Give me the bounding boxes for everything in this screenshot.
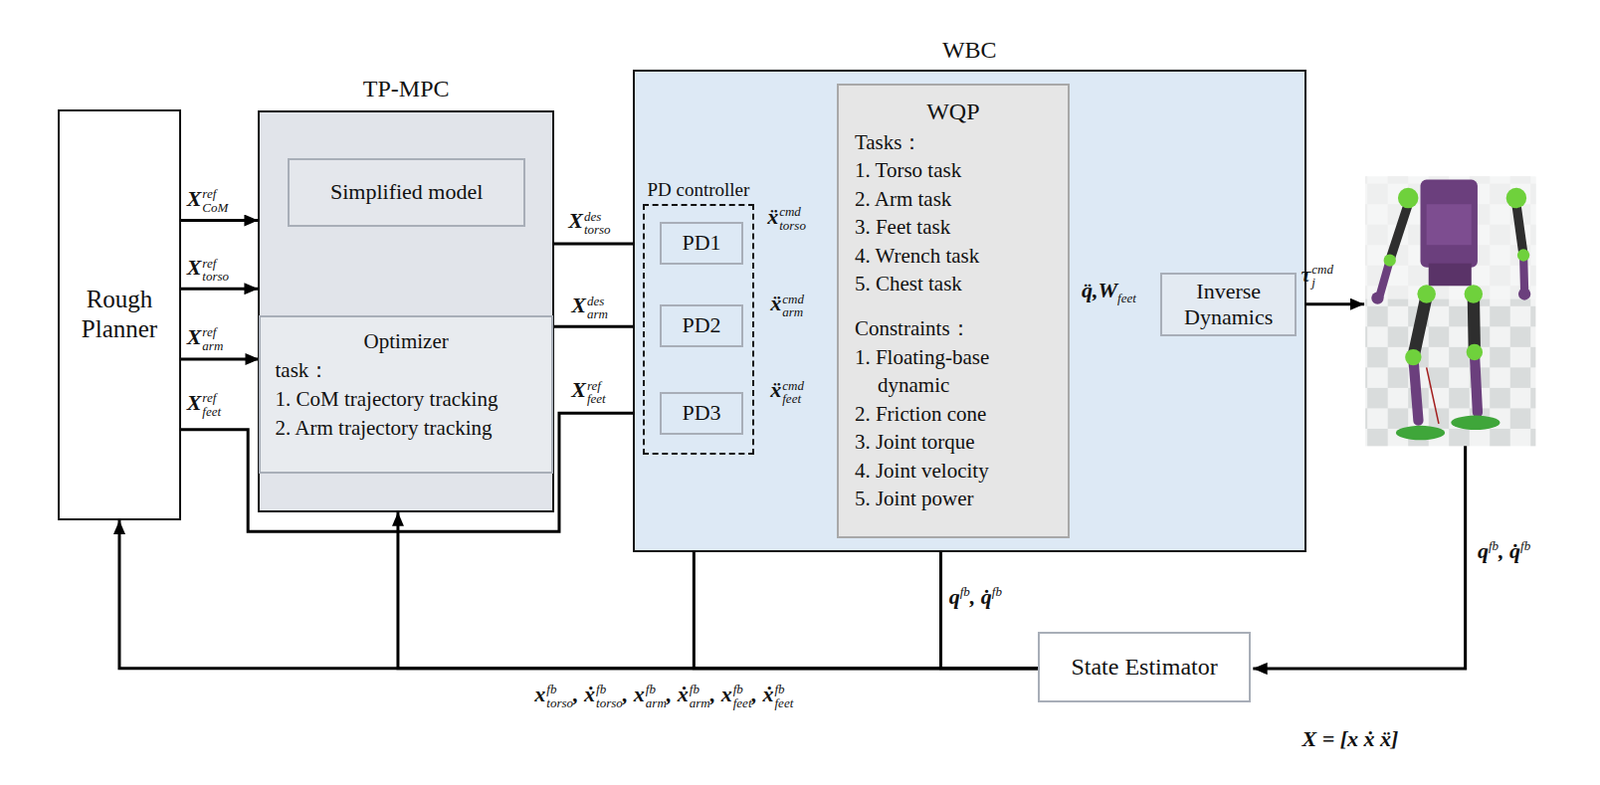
pd-box: PD1 xyxy=(659,221,743,265)
box-text: 1. Torso task xyxy=(854,156,1052,186)
connector-arrow xyxy=(941,538,1038,668)
group-title: TP-MPC xyxy=(259,74,552,104)
torque-arrow xyxy=(1296,302,1365,306)
qp-box: WQPTasks：1. Torso task2. Arm task3. Feet… xyxy=(836,83,1070,539)
connector-arrow xyxy=(181,357,260,361)
signal-label: X_arm^des xyxy=(571,292,608,322)
dynamics-box: Inverse Dynamics xyxy=(1160,272,1297,338)
box-text: 1. Floating-base dynamic xyxy=(854,343,1052,400)
optimizer-box: Optimizertask：1. CoM trajectory tracking… xyxy=(258,315,553,474)
box-text: 1. CoM trajectory tracking xyxy=(274,385,537,414)
box-text: 4. Joint velocity xyxy=(854,456,1052,486)
box-title: State Estimator xyxy=(1070,652,1217,682)
box-title: PD3 xyxy=(681,400,721,426)
signal-label: X_torso^ref xyxy=(187,254,229,284)
model-box: Simplified model xyxy=(287,158,526,227)
connector-arrow xyxy=(181,287,259,291)
signal-label: x_torso^fb, ẋ_torso^fb, x_arm^fb, ẋ_arm^… xyxy=(534,681,794,711)
signal-label: X_feet^ref xyxy=(571,377,605,406)
signal-label: X = [x ẋ ẍ] xyxy=(1302,726,1400,753)
connector-arrow xyxy=(181,218,259,222)
box-text: task： xyxy=(274,356,537,386)
box-title: Inverse Dynamics xyxy=(1162,278,1295,332)
box-text: 2. Friction cone xyxy=(854,400,1052,429)
box-title: PD1 xyxy=(681,229,721,256)
estimator-box: State Estimator xyxy=(1037,631,1251,703)
box-title: PD2 xyxy=(681,312,721,339)
group-title: PD controller xyxy=(644,179,753,202)
pd-group: PD controllerPD1PD2PD3 xyxy=(642,203,755,455)
pd-box: PD2 xyxy=(659,304,743,348)
box-text: 3. Feet task xyxy=(854,212,1052,242)
box-text: 2. Arm task xyxy=(854,185,1052,214)
box-text: 5. Joint power xyxy=(854,484,1052,514)
box-text: Constraints： xyxy=(854,314,1052,344)
box-text: 3. Joint torque xyxy=(854,427,1052,457)
signal-label: q^fb, q̇^fb xyxy=(949,584,1002,611)
box-title: Optimizer xyxy=(274,327,537,357)
pd-box: PD3 xyxy=(659,392,743,435)
box-text: Tasks： xyxy=(854,128,1052,158)
box-text: 5. Chest task xyxy=(854,269,1052,299)
group-title: WBC xyxy=(634,35,1305,65)
box-title: Rough Planner xyxy=(59,284,179,345)
signal-label: q^fb, q̇^fb xyxy=(1477,538,1531,566)
planner-box: Rough Planner xyxy=(57,109,181,521)
signal-label: X_arm^ref xyxy=(187,324,224,354)
box-title: Simplified model xyxy=(330,179,483,205)
signal-label: X_CoM^ref xyxy=(187,186,229,215)
box-text: 2. Arm trajectory tracking xyxy=(274,413,537,443)
signal-label: X_torso^des xyxy=(568,207,610,237)
box-title: WQP xyxy=(854,95,1052,129)
box-text: 4. Wrench task xyxy=(854,241,1052,271)
mpc-group: TP-MPCSimplified modelOptimizertask：1. C… xyxy=(257,110,554,513)
signal-label: X_feet^ref xyxy=(187,390,221,419)
robot-illustration xyxy=(1365,176,1536,446)
